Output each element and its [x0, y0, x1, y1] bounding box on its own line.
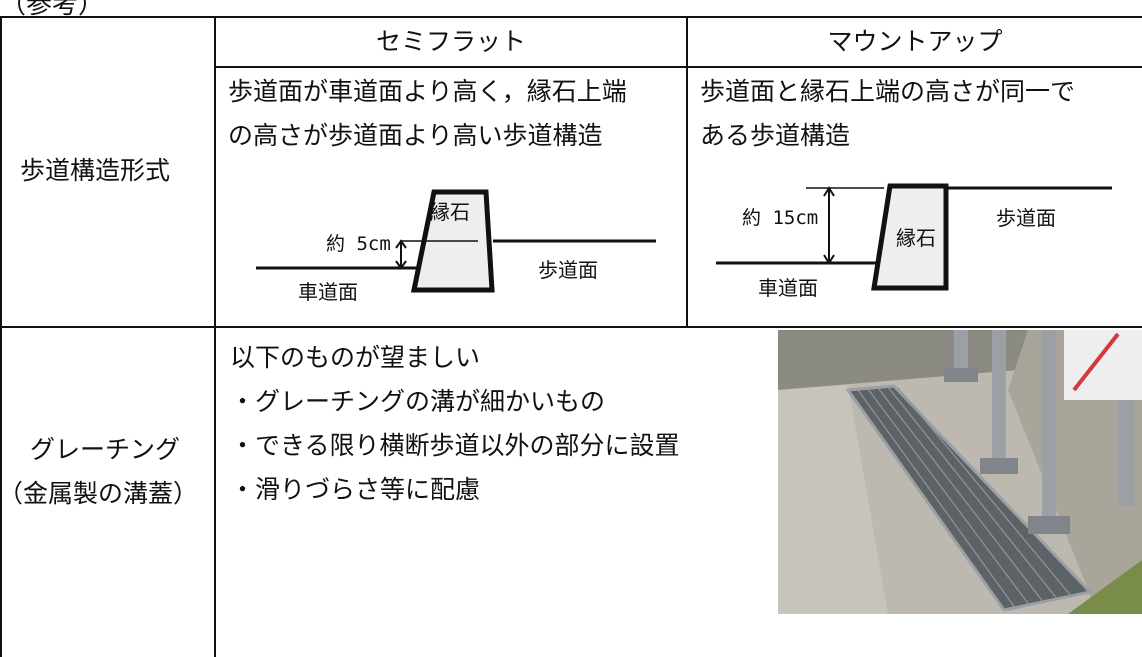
- mountup-description-line2: ある歩道構造: [700, 121, 851, 150]
- semiflat-roadway-label: 車道面: [298, 280, 358, 304]
- grating-intro-text: 以下のものが望ましい: [230, 343, 481, 372]
- semiflat-description-line1: 歩道面が車道面より高く，縁石上端: [228, 77, 627, 106]
- arrow-head-up: [395, 239, 407, 249]
- column-header-mountup: マウントアップ: [827, 27, 1003, 56]
- mountup-description-line1: 歩道面と縁石上端の高さが同一で: [700, 77, 1076, 106]
- mountup-height-label: 約 15cm: [742, 207, 819, 229]
- mountup-sidewalk-label: 歩道面: [996, 206, 1056, 230]
- arrow-head-down: [823, 254, 835, 265]
- content-column-divider: [686, 16, 688, 328]
- semiflat-curb-label: 縁石: [430, 200, 470, 224]
- semiflat-sidewalk-label: 歩道面: [538, 258, 598, 282]
- mountup-curb-label: 縁石: [896, 226, 936, 250]
- mountup-cross-section-diagram: [716, 183, 1112, 291]
- row-divider: [0, 326, 1142, 328]
- table-top-border: [0, 16, 1142, 18]
- row-label-grating-line2: （金属製の溝蓋）: [0, 479, 199, 508]
- semiflat-height-label: 約 5cm: [326, 233, 391, 255]
- row-label-sidewalk-structure: 歩道構造形式: [20, 156, 171, 185]
- table-left-border: [0, 16, 2, 657]
- metal-grating: [845, 384, 1093, 612]
- curb-block-shape: [871, 183, 949, 291]
- arrow-head-down: [395, 260, 407, 270]
- label-column-divider: [214, 16, 216, 657]
- header-row-divider: [214, 66, 1142, 68]
- grating-photo: [778, 330, 1142, 614]
- column-header-semiflat: セミフラット: [375, 27, 526, 56]
- mountup-roadway-label: 車道面: [758, 276, 818, 300]
- row-label-grating-line1: グレーチング: [30, 435, 181, 464]
- bollard-bases: [944, 368, 1070, 534]
- semiflat-description-line2: の高さが歩道面より高い歩道構造: [228, 121, 603, 150]
- semiflat-cross-section-diagram: [256, 189, 656, 293]
- grating-slats: [857, 386, 1073, 610]
- grating-bullet-2: ・できる限り横断歩道以外の部分に設置: [230, 431, 680, 460]
- grating-bullet-1: ・グレーチングの溝が細かいもの: [230, 387, 606, 416]
- grating-bullet-3: ・滑りづらさ等に配慮: [230, 475, 481, 504]
- section-heading-fragment: （参考）: [0, 0, 105, 20]
- arrow-head-up: [823, 186, 835, 197]
